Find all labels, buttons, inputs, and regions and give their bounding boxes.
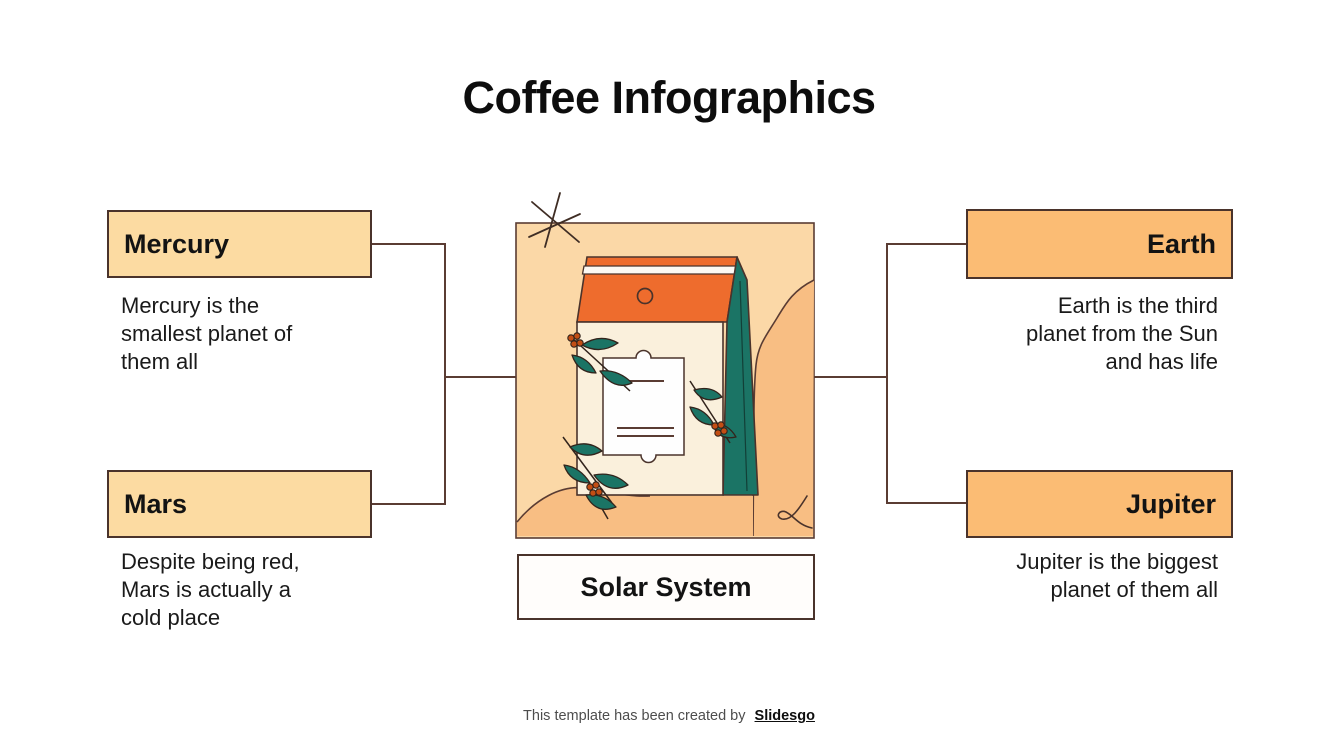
bag-label	[602, 349, 685, 464]
connector-jupiter-stub	[886, 502, 966, 504]
coffee-bag-illustration	[515, 192, 815, 539]
footer: This template has been created by Slides…	[0, 708, 1338, 724]
card-earth-label: Earth	[1146, 228, 1216, 259]
coffee-berries-top-left	[567, 332, 584, 348]
connector-right-center	[812, 376, 888, 378]
slide-title: Coffee Infographics	[462, 72, 876, 123]
connector-left-vertical	[444, 243, 446, 505]
coffee-branch-top-left	[567, 332, 633, 392]
coffee-bag	[576, 256, 759, 496]
card-mars: Mars	[107, 470, 372, 538]
desc-mars: Despite being red, Mars is actually a co…	[121, 549, 300, 630]
connector-right-vertical	[886, 243, 888, 504]
connector-left-center	[444, 376, 518, 378]
squiggle-icon	[777, 495, 813, 529]
card-jupiter: Jupiter	[966, 470, 1233, 538]
slidesgo-link[interactable]: Slidesgo	[754, 708, 815, 724]
sparkle-icon	[528, 192, 581, 248]
card-mercury: Mercury	[107, 210, 372, 278]
desc-jupiter: Jupiter is the biggest planet of them al…	[1016, 549, 1218, 602]
bag-top-stripe	[581, 265, 741, 275]
bag-vent-circle	[636, 287, 654, 305]
card-mars-label: Mars	[124, 488, 188, 519]
connector-mars-stub	[371, 503, 446, 505]
coffee-branch-right	[689, 380, 737, 444]
coffee-berries-right	[711, 421, 728, 437]
connector-mercury-stub	[371, 243, 446, 245]
connector-earth-stub	[886, 243, 966, 245]
coffee-berries-bottom-left	[586, 481, 603, 497]
center-label: Solar System	[580, 571, 752, 602]
card-earth: Earth	[966, 209, 1233, 279]
label-text-lines	[617, 380, 674, 437]
coffee-branch-bottom-left	[562, 436, 629, 520]
center-label-box: Solar System	[517, 554, 815, 620]
card-jupiter-label: Jupiter	[1125, 488, 1216, 519]
footer-text: This template has been created by	[523, 708, 746, 724]
card-mercury-label: Mercury	[124, 228, 230, 259]
desc-earth: Earth is the third planet from the Sun a…	[1025, 293, 1218, 374]
bag-gusset-fold	[739, 280, 748, 492]
desc-mercury: Mercury is the smallest planet of them a…	[121, 293, 293, 374]
